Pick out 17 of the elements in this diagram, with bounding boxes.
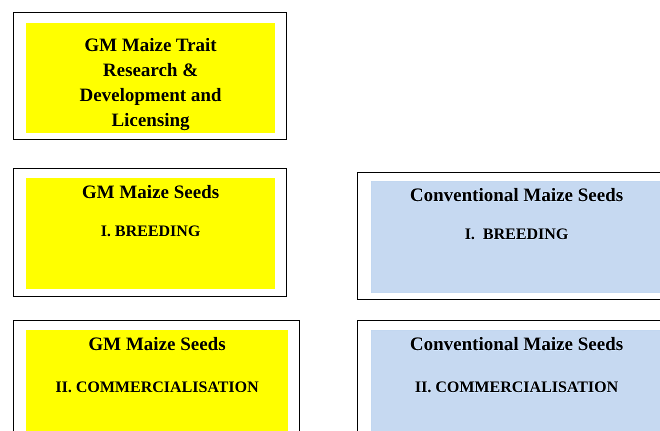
outer-frame (13, 168, 287, 297)
label-panel (26, 330, 288, 431)
outer-frame (357, 172, 660, 300)
heading: GM Maize Trait Research & Development and Licensing (78, 34, 222, 133)
heading: GM Maize Seeds (80, 181, 220, 205)
stage-label: I. BREEDING (100, 223, 202, 241)
outer-frame (13, 320, 300, 431)
stage-label: II. COMMERCIALISATION (54, 379, 260, 397)
outer-frame (13, 12, 287, 140)
label-panel (26, 23, 275, 133)
heading: Conventional Maize Seeds (408, 333, 624, 357)
heading: Conventional Maize Seeds (408, 184, 624, 208)
stage-label: I. BREEDING (464, 226, 570, 244)
stage-label: II. COMMERCIALISATION (414, 379, 620, 397)
heading: GM Maize Seeds (87, 333, 227, 357)
label-panel (371, 181, 660, 293)
label-panel (26, 178, 275, 289)
